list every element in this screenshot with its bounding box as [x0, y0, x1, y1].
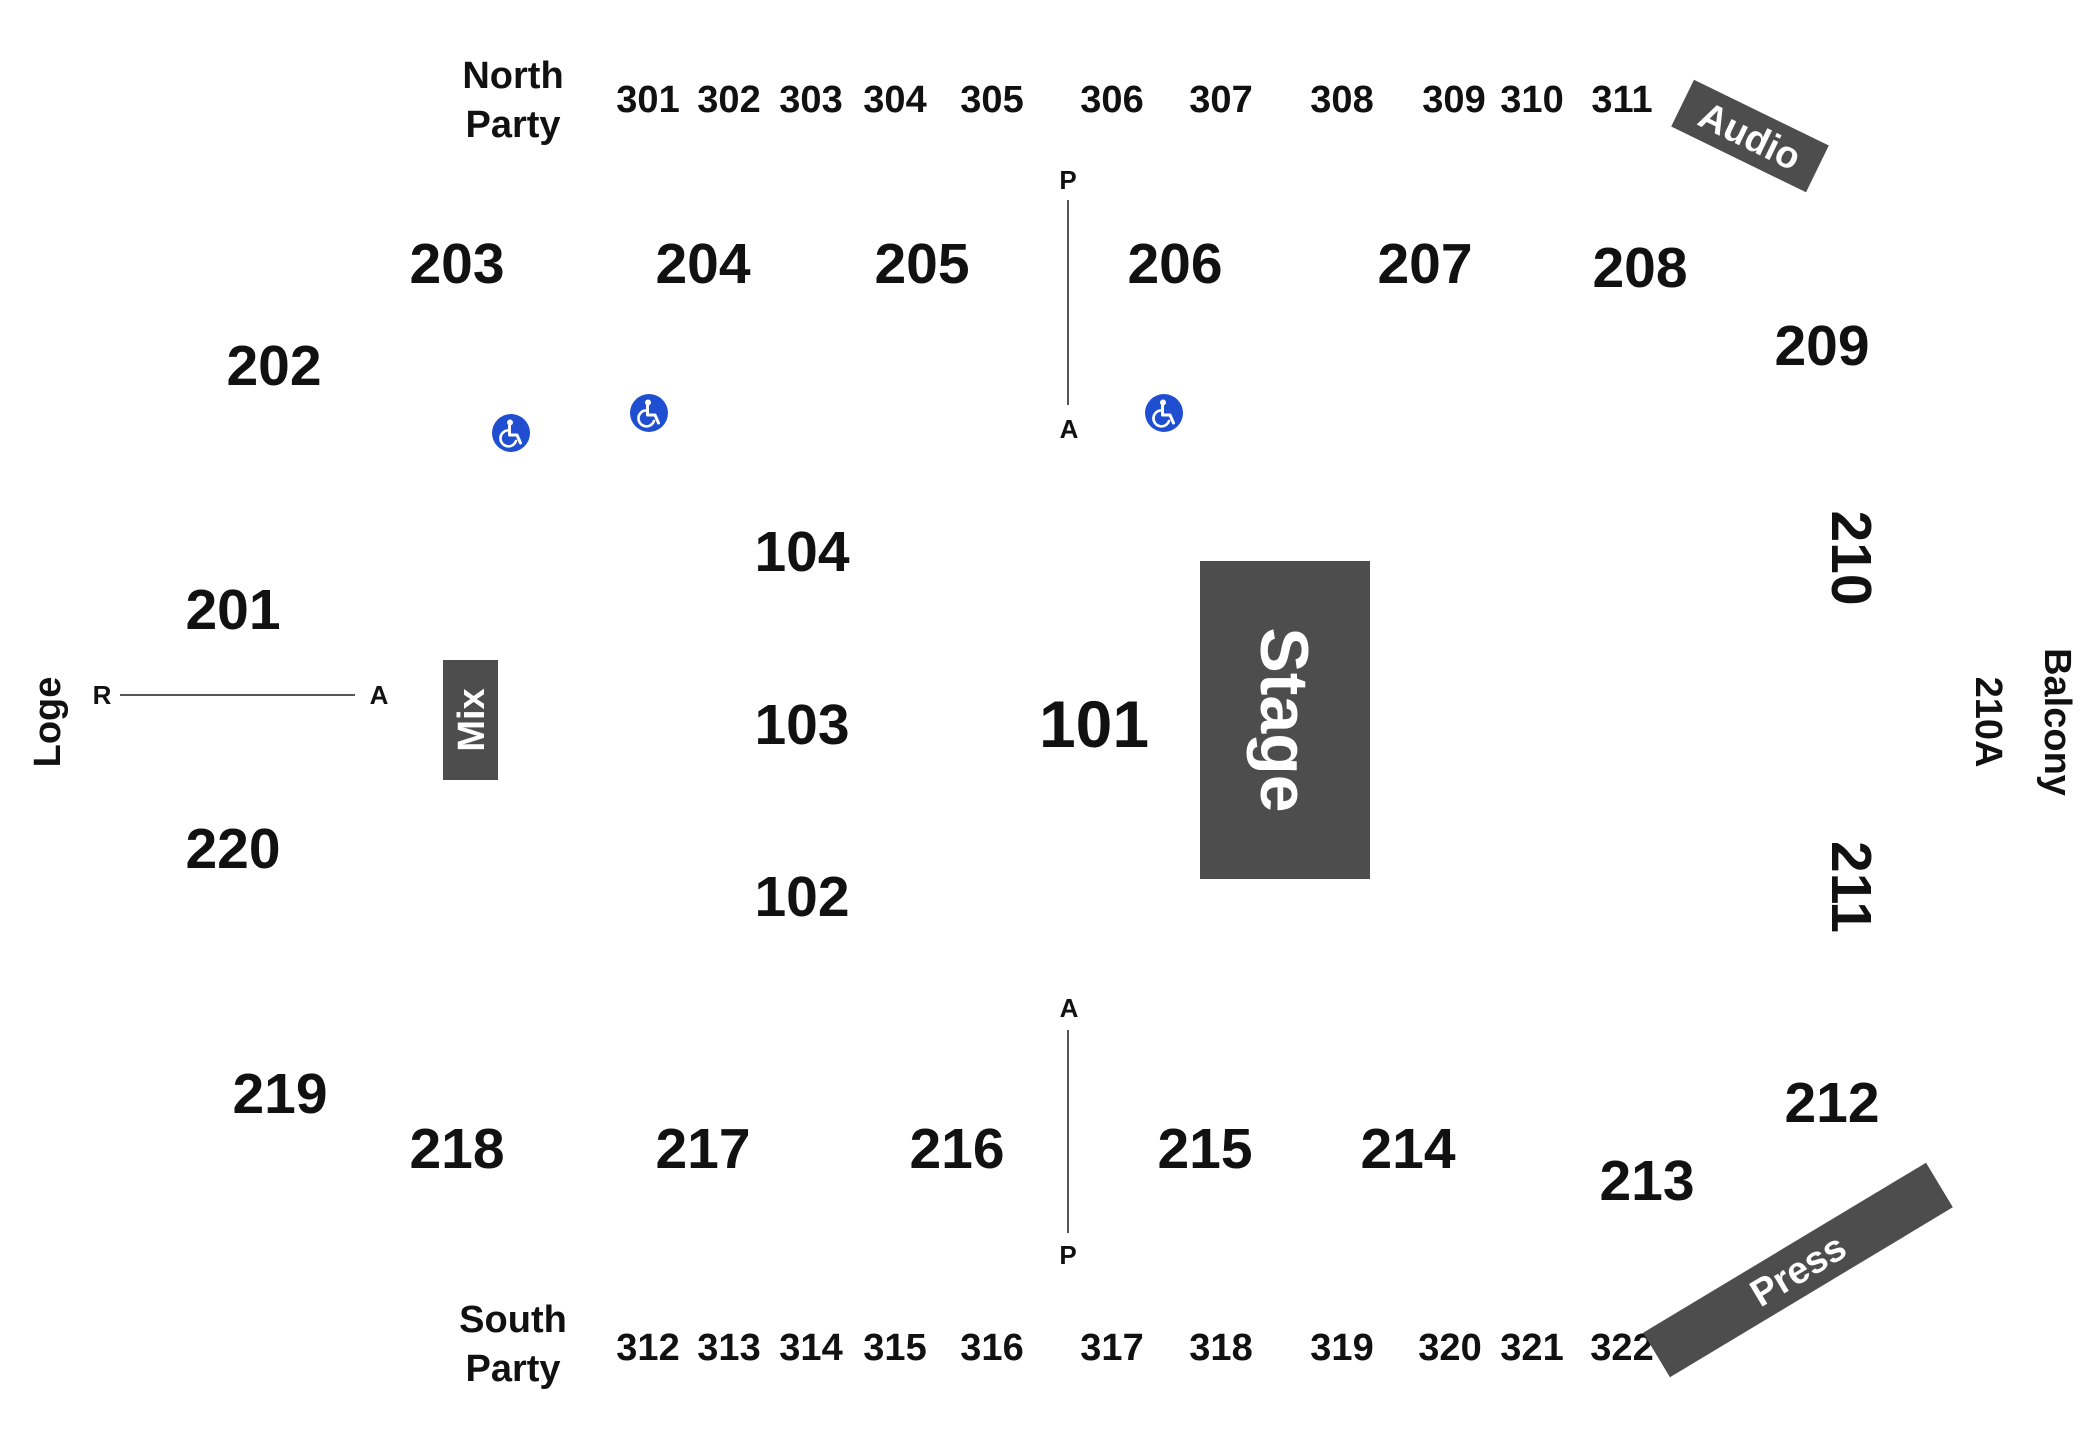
north-aisle-marker-p: P: [1059, 165, 1076, 195]
section-315[interactable]: 315: [863, 1327, 926, 1369]
south-aisle-marker-a: A: [1060, 993, 1079, 1023]
stage-label: Stage: [1246, 627, 1322, 812]
section-202[interactable]: 202: [226, 334, 321, 398]
stage-block: Stage: [1200, 561, 1370, 879]
section-208[interactable]: 208: [1592, 236, 1687, 300]
section-314[interactable]: 314: [779, 1327, 842, 1369]
section-308[interactable]: 308: [1310, 79, 1373, 121]
section-212[interactable]: 212: [1784, 1071, 1879, 1135]
wheelchair-icon[interactable]: [491, 413, 531, 453]
north-aisle-marker-a: A: [1060, 414, 1079, 444]
section-305[interactable]: 305: [960, 79, 1023, 121]
section-210a[interactable]: 210A: [1967, 677, 2009, 768]
section-220[interactable]: 220: [185, 817, 280, 881]
section-207[interactable]: 207: [1377, 232, 1472, 296]
mix-shape: [443, 660, 498, 780]
loge-row-indicator: R A: [93, 680, 389, 710]
audio-block: Audio: [1671, 79, 1829, 193]
section-206[interactable]: 206: [1127, 232, 1222, 296]
north-300-row: 301 302 303 304 305 306 307 308 309 310 …: [616, 79, 1652, 121]
north-party-label-line1: North: [462, 55, 563, 97]
section-210[interactable]: 210: [1819, 510, 1883, 605]
section-304[interactable]: 304: [863, 79, 926, 121]
section-201[interactable]: 201: [185, 578, 280, 642]
section-321[interactable]: 321: [1500, 1327, 1563, 1369]
section-306[interactable]: 306: [1080, 79, 1143, 121]
section-214[interactable]: 214: [1360, 1117, 1455, 1181]
section-311[interactable]: 311: [1591, 79, 1652, 121]
section-219[interactable]: 219: [232, 1062, 327, 1126]
section-322[interactable]: 322: [1590, 1327, 1653, 1369]
section-318[interactable]: 318: [1189, 1327, 1252, 1369]
press-block-shape: [1643, 1162, 1953, 1378]
south-aisle-marker-p: P: [1059, 1240, 1076, 1270]
section-310[interactable]: 310: [1500, 79, 1563, 121]
section-204[interactable]: 204: [655, 232, 750, 296]
section-309[interactable]: 309: [1422, 79, 1485, 121]
section-209[interactable]: 209: [1774, 314, 1869, 378]
section-218[interactable]: 218: [409, 1117, 504, 1181]
loge-label: Loge: [27, 677, 69, 768]
section-103[interactable]: 103: [754, 693, 849, 757]
mix-block: Mix: [443, 660, 498, 780]
section-215[interactable]: 215: [1157, 1117, 1252, 1181]
mix-label: Mix: [451, 688, 493, 751]
section-301[interactable]: 301: [616, 79, 679, 121]
wheelchair-icon[interactable]: [1144, 393, 1184, 433]
section-319[interactable]: 319: [1310, 1327, 1373, 1369]
section-104[interactable]: 104: [754, 520, 849, 584]
section-101[interactable]: 101: [1039, 687, 1149, 761]
section-216[interactable]: 216: [909, 1117, 1004, 1181]
south-300-row: 312 313 314 315 316 317 318 319 320 321 …: [616, 1327, 1653, 1369]
section-203[interactable]: 203: [409, 232, 504, 296]
balcony-label: Balcony: [2036, 648, 2078, 796]
section-302[interactable]: 302: [697, 79, 760, 121]
section-316[interactable]: 316: [960, 1327, 1023, 1369]
south-party-label-line2: Party: [465, 1348, 560, 1390]
section-205[interactable]: 205: [874, 232, 969, 296]
section-102[interactable]: 102: [754, 865, 849, 929]
south-aisle-indicator: A P: [1059, 993, 1078, 1270]
audio-block-shape: [1671, 79, 1829, 193]
section-320[interactable]: 320: [1418, 1327, 1481, 1369]
loge-marker-r: R: [93, 680, 112, 710]
wheelchair-icon[interactable]: [629, 393, 669, 433]
section-303[interactable]: 303: [779, 79, 842, 121]
section-317[interactable]: 317: [1080, 1327, 1143, 1369]
north-aisle-indicator: P A: [1059, 165, 1078, 444]
stage-shape: [1200, 561, 1370, 879]
north-party-label-line2: Party: [465, 104, 560, 146]
section-312[interactable]: 312: [616, 1327, 679, 1369]
south-party-label-line1: South: [459, 1299, 567, 1341]
section-313[interactable]: 313: [697, 1327, 760, 1369]
loge-marker-a: A: [370, 680, 389, 710]
section-217[interactable]: 217: [655, 1117, 750, 1181]
section-211[interactable]: 211: [1819, 841, 1883, 933]
section-307[interactable]: 307: [1189, 79, 1252, 121]
section-213[interactable]: 213: [1599, 1149, 1694, 1213]
